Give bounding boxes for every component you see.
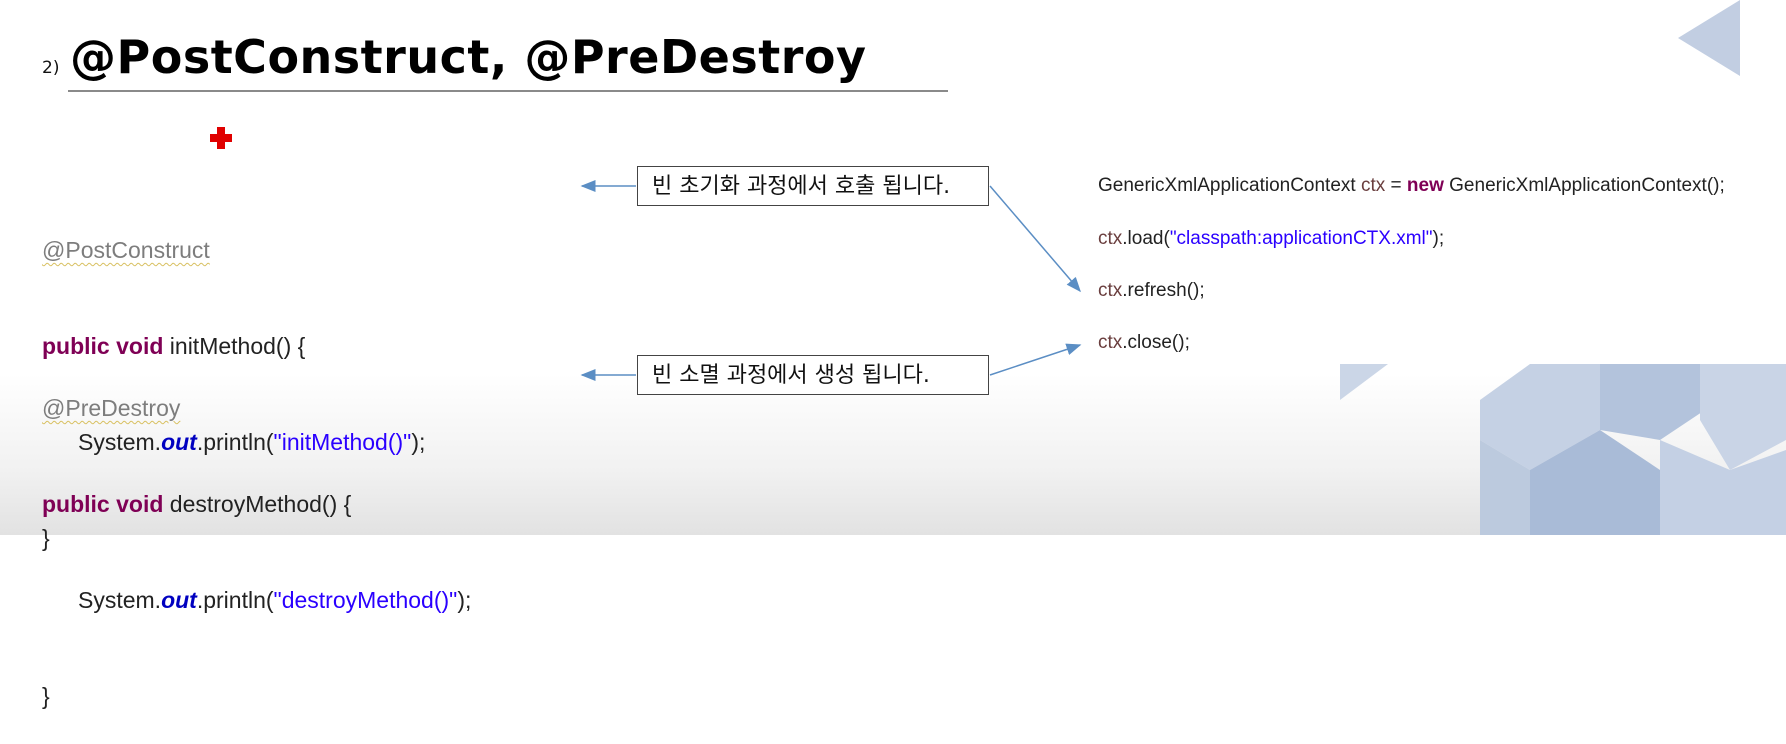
code-line: @PostConstruct [42, 234, 425, 266]
postconstruct-code-block: @PostConstruct public void initMethod() … [42, 170, 425, 586]
code-line: @PreDestroy [42, 392, 471, 424]
deco-triangle-top [1678, 0, 1740, 76]
deco-polygon-2 [1600, 364, 1720, 440]
deco-triangle-mid [1340, 364, 1388, 400]
statement-end: ); [1432, 228, 1445, 249]
out-field: out [161, 587, 197, 613]
deco-polygon-6 [1660, 440, 1786, 535]
keyword-new: new [1406, 175, 1444, 196]
code-line: } [42, 680, 471, 712]
println-call: .println( [196, 429, 274, 455]
keyword-public: public [42, 491, 110, 517]
deco-polygon-1 [1480, 364, 1600, 470]
constructor-call: GenericXmlApplicationContext(); [1449, 175, 1725, 196]
predestroy-annotation: @PreDestroy [42, 395, 181, 421]
title-number: 2) [42, 58, 60, 78]
keyword-void: void [116, 491, 164, 517]
right-code-line-3: ctx.refresh(); [1098, 280, 1205, 302]
method-signature: destroyMethod() { [169, 491, 352, 517]
arrow-init-refresh [989, 185, 1081, 293]
title-underline [68, 90, 948, 92]
right-code-line-4: ctx.close(); [1098, 332, 1190, 354]
deco-polygon-4 [1480, 440, 1530, 535]
callout-destroy: 빈 소멸 과정에서 생성 됩니다. [637, 355, 989, 395]
code-line: public void destroyMethod() { [42, 488, 471, 520]
code-line: System.out.println("initMethod()"); [42, 426, 425, 458]
variable-ctx: ctx [1098, 332, 1123, 353]
cursor-cross-icon [210, 127, 232, 149]
callout-init: 빈 초기화 과정에서 호출 됩니다. [637, 166, 989, 206]
statement-end: ); [457, 587, 472, 613]
string-literal: "initMethod()" [273, 429, 412, 455]
string-literal: "classpath:applicationCTX.xml" [1169, 228, 1433, 249]
deco-polygon-5 [1530, 430, 1660, 535]
system-text: System. [78, 429, 162, 455]
deco-polygon-3 [1700, 364, 1786, 470]
right-code-line-2: ctx.load("classpath:applicationCTX.xml")… [1098, 228, 1444, 250]
closing-brace: } [42, 683, 50, 709]
code-line: System.out.println("destroyMethod()"); [42, 584, 471, 616]
method-signature: initMethod() { [169, 333, 306, 359]
variable-ctx: ctx [1360, 175, 1386, 196]
string-literal: "destroyMethod()" [273, 587, 458, 613]
type-name: GenericXmlApplicationContext [1098, 175, 1356, 196]
keyword-public: public [42, 333, 110, 359]
postconstruct-annotation: @PostConstruct [42, 237, 210, 263]
right-code-line-1: GenericXmlApplicationContext ctx = new G… [1098, 175, 1725, 197]
system-text: System. [78, 587, 162, 613]
title-text: @PostConstruct, @PreDestroy [70, 30, 867, 84]
println-call: .println( [196, 587, 274, 613]
arrows-layer [580, 180, 1082, 381]
statement-end: ); [411, 429, 426, 455]
background-decoration [1340, 0, 1786, 535]
load-call: .load( [1122, 228, 1170, 249]
close-call: .close(); [1122, 332, 1190, 353]
variable-ctx: ctx [1098, 280, 1123, 301]
arrow-destroy-close [989, 343, 1082, 376]
code-line: public void initMethod() { [42, 330, 425, 362]
out-field: out [161, 429, 197, 455]
keyword-void: void [116, 333, 164, 359]
refresh-call: .refresh(); [1122, 280, 1205, 301]
equals-sign: = [1390, 175, 1402, 196]
variable-ctx: ctx [1098, 228, 1123, 249]
